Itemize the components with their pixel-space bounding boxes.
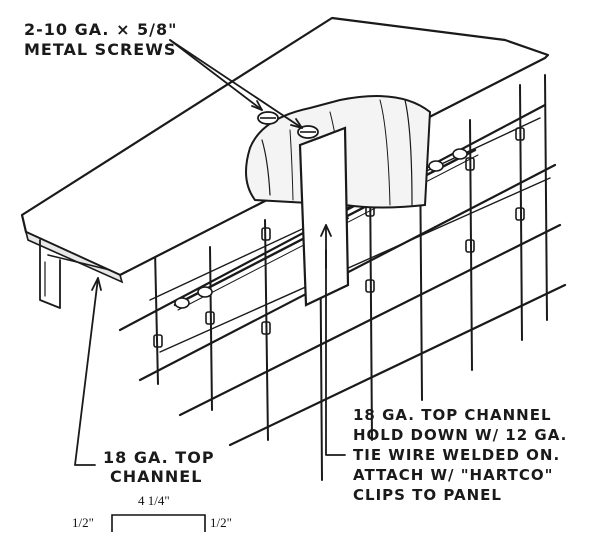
label-top-channel-line1: 18 GA. TOP — [103, 448, 215, 467]
label-screws-line2: METAL SCREWS — [24, 40, 176, 59]
label-hold-down-line4: ATTACH W/ "HARTCO" — [353, 466, 553, 484]
label-hold-down: 18 GA. TOP CHANNEL HOLD DOWN W/ 12 GA. T… — [353, 406, 567, 504]
leader-lines — [74, 39, 346, 466]
label-hold-down-line1: 18 GA. TOP CHANNEL — [353, 406, 552, 424]
label-top-channel-line2: CHANNEL — [110, 467, 202, 486]
profile-left-dim: 1/2" — [72, 515, 94, 530]
label-screws-line1: 2-10 GA. × 5/8" — [24, 20, 178, 39]
label-hold-down-line2: HOLD DOWN W/ 12 GA. — [353, 426, 567, 444]
label-hold-down-line5: CLIPS TO PANEL — [353, 486, 502, 504]
label-hold-down-line3: TIE WIRE WELDED ON. — [353, 446, 560, 464]
label-screws: 2-10 GA. × 5/8" METAL SCREWS — [24, 20, 178, 59]
channel-profile: 4 1/4" 1/2" 1/2" — [72, 493, 232, 532]
label-top-channel: 18 GA. TOP CHANNEL — [103, 448, 215, 486]
profile-width-dim: 4 1/4" — [138, 493, 170, 508]
profile-right-dim: 1/2" — [210, 515, 232, 530]
hold-down-strap — [298, 126, 350, 307]
screws — [257, 111, 319, 139]
